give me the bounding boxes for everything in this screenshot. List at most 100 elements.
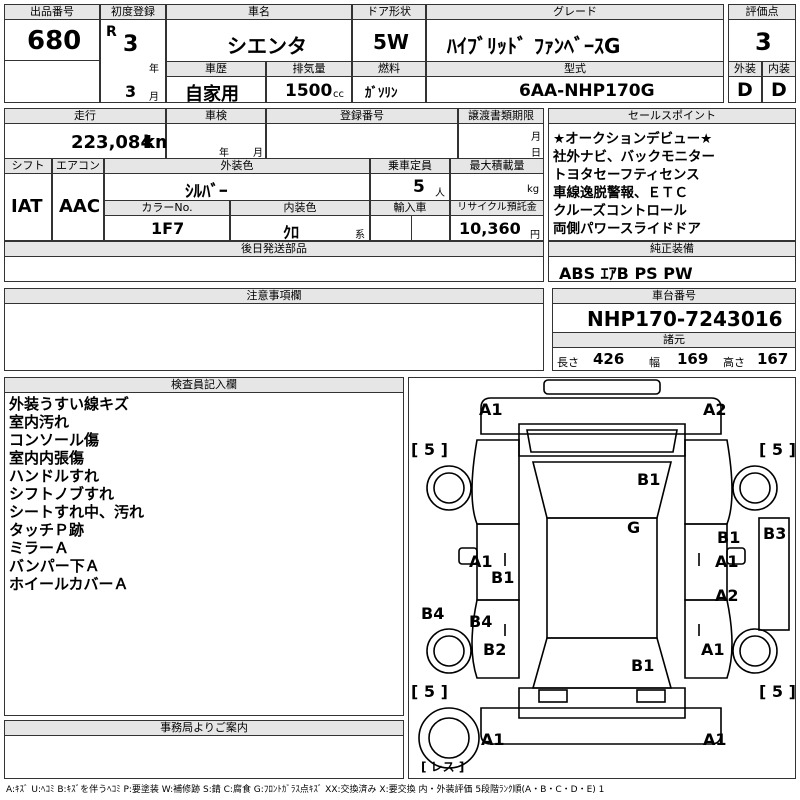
reg-month: 3 (125, 82, 137, 101)
shift-value: IAT (11, 196, 43, 217)
int-color-unit: 系 (355, 230, 365, 241)
equipment-label: 純正装備 (548, 241, 796, 257)
month-unit: 月 (149, 92, 159, 103)
mileage-value: 223,084 (71, 132, 153, 153)
chassis-value: NHP170-7243016 (587, 307, 783, 331)
era-mark: R (106, 24, 117, 40)
length-value: 426 (593, 350, 625, 368)
model-value: 6AA-NHP170G (519, 81, 655, 101)
damage-rear-left: A1 (481, 730, 505, 749)
max-load-label: 最大積載量 (450, 158, 544, 174)
damage-rear-right: A1 (703, 730, 727, 749)
shaken-label: 車検 (166, 108, 266, 124)
year-unit: 年 (149, 64, 159, 75)
car-name-box: シエンタ (166, 19, 352, 62)
model-box: 6AA-NHP170G (426, 76, 724, 103)
damage-left-pillar: B1 (491, 568, 515, 587)
cc-unit: cc (333, 89, 344, 100)
mileage-box: 223,084 km (4, 123, 174, 159)
width-value: 169 (677, 350, 709, 368)
lot-number: 680 (27, 26, 82, 56)
lot-label: 出品番号 (4, 4, 100, 20)
sales-point-text: ★オークションデビュー★ 社外ナビ、バックモニター トヨタセーフティセンス 車線… (553, 131, 715, 237)
fuel-label: 燃料 (352, 61, 426, 77)
score-label: 評価点 (728, 4, 796, 20)
ext-color-value: ｼﾙﾊﾞｰ (185, 182, 228, 202)
damage-left-rear-door: B4 (469, 612, 493, 631)
transfer-label: 譲渡書類期限 (458, 108, 544, 124)
chassis-box: NHP170-7243016 (552, 303, 796, 333)
chassis-label: 車台番号 (552, 288, 796, 304)
history-label: 車歴 (166, 61, 266, 77)
transfer-month-unit: 月 (531, 132, 541, 143)
max-load-box: kg (450, 173, 544, 201)
height-label: 高さ (723, 356, 745, 369)
int-color-label: 内装色 (230, 200, 370, 216)
mileage-label: 走行 (4, 108, 166, 124)
office-box (4, 735, 404, 779)
capacity-box: 5 人 (370, 173, 450, 201)
tire-mark-fl: [ 5 ] (411, 440, 448, 459)
office-label: 事務局よりご案内 (4, 720, 404, 736)
displacement-box: 1500 cc (266, 76, 352, 103)
capacity-label: 乗車定員 (370, 158, 450, 174)
ext-color-label: 外装色 (104, 158, 370, 174)
ext-grade-label: 外装 (728, 61, 762, 77)
score-box: 3 (728, 19, 796, 62)
later-parts-box (4, 256, 544, 282)
recycle-box: 10,360 円 (450, 215, 544, 241)
fuel-box: ｶﾞｿﾘﾝ (352, 76, 426, 103)
shift-label: シフト (4, 158, 52, 174)
car-name: シエンタ (227, 34, 307, 58)
tire-mark-fr: [ 5 ] (759, 440, 796, 459)
import-divider (411, 216, 412, 240)
recycle-value: 10,360 (459, 219, 521, 238)
inspector-notes: 外装うすい線キズ 室内汚れ コンソール傷 室内内張傷 ハンドルすれ シフトノブす… (9, 395, 145, 593)
sales-point-box: ★オークションデビュー★ 社外ナビ、バックモニター トヨタセーフティセンス 車線… (548, 123, 796, 241)
tire-mark-rr: [ 5 ] (759, 682, 796, 701)
inspector-label: 検査員記入欄 (4, 377, 404, 393)
damage-front-right: A2 (703, 400, 727, 419)
tire-mark-rl: [ 5 ] (411, 682, 448, 701)
grade-box: ﾊｲﾌﾞﾘｯﾄﾞ ﾌｧﾝﾍﾞｰｽG (426, 19, 724, 62)
lot-box: 680 (4, 19, 100, 61)
damage-roof: B1 (637, 470, 661, 489)
shaken-year-unit: 年 (219, 148, 229, 159)
legend-text: A:ｷｽﾞ U:ﾍｺﾐ B:ｷｽﾞを伴うﾍｺﾐ P:要塗装 W:補修跡 S:錆 … (6, 785, 605, 795)
specs-box: 長さ 426 幅 169 高さ 167 (552, 347, 796, 371)
kg-unit: kg (527, 184, 540, 195)
damage-right-quarter: A2 (715, 586, 739, 605)
door-type: 5W (373, 30, 409, 54)
damage-right-rear-fender: A1 (701, 640, 725, 659)
door-label: ドア形状 (352, 4, 426, 20)
reg-no-box (266, 123, 458, 159)
damage-tailgate: B1 (631, 656, 655, 675)
ext-grade-box: D (728, 76, 762, 103)
reg-year: 3 (123, 32, 139, 57)
aircon-value: AAC (59, 196, 101, 217)
spare-tire-mark: [ レス ] (421, 760, 465, 774)
history-box: 自家用 (166, 76, 266, 105)
shift-box: IAT (4, 173, 52, 241)
capacity-unit: 人 (435, 188, 445, 199)
damage-right-front-door: B1 (717, 528, 741, 547)
car-name-label: 車名 (166, 4, 352, 20)
import-box (370, 215, 450, 241)
specs-label: 諸元 (552, 332, 796, 348)
int-grade-label: 内装 (762, 61, 796, 77)
damage-front-left: A1 (479, 400, 503, 419)
score-value: 3 (755, 28, 772, 56)
damage-left-edge: B4 (421, 604, 445, 623)
damage-left-front-door: A1 (469, 552, 493, 571)
first-reg-label: 初度登録 (100, 4, 166, 20)
reg-no-label: 登録番号 (266, 108, 458, 124)
damage-right-rear-door: A1 (715, 552, 739, 571)
int-grade: D (771, 79, 787, 101)
ext-grade: D (737, 79, 753, 101)
recycle-label: リサイクル預託金 (450, 200, 544, 216)
model-label: 型式 (426, 61, 724, 77)
equipment-box: ABS ｴｱB PS PW (548, 256, 796, 283)
damage-right-edge: B3 (763, 524, 787, 543)
capacity-value: 5 (413, 177, 425, 197)
equipment-value: ABS ｴｱB PS PW (559, 264, 693, 283)
